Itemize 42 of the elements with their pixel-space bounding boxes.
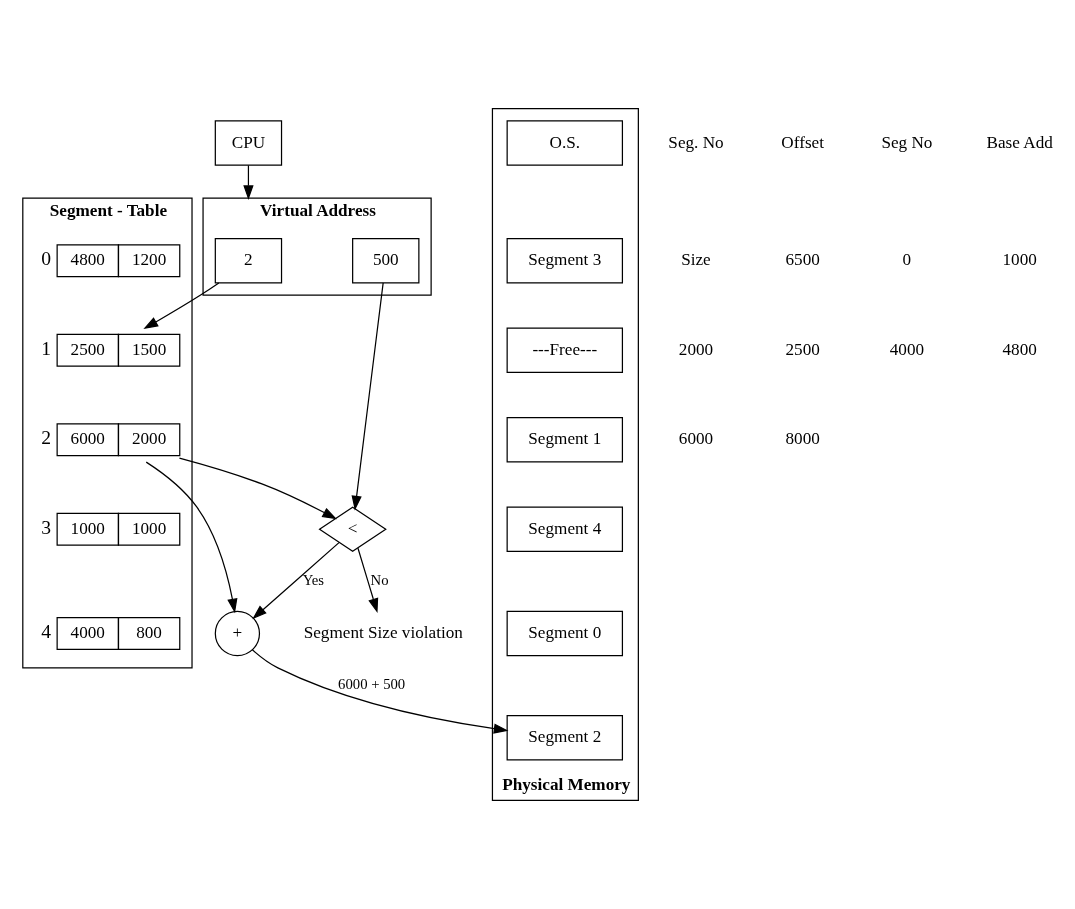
node-label: 0 — [41, 248, 52, 270]
arrow — [178, 457, 337, 520]
arrow — [252, 542, 340, 620]
arrow — [357, 547, 379, 614]
arrow — [143, 282, 220, 330]
label: 4000 — [889, 339, 925, 359]
label: 4800 — [1002, 339, 1037, 359]
label: Seg. No — [668, 132, 724, 152]
label: 0 — [902, 250, 912, 270]
label: 6500 — [785, 250, 820, 270]
label: 8000 — [785, 429, 820, 449]
node-box: Segment 1 — [506, 417, 624, 463]
node-label: 1 — [41, 337, 52, 359]
label: 2500 — [785, 339, 820, 359]
node-box: Segment 3 — [506, 238, 624, 284]
arrow — [243, 164, 254, 201]
label: Size — [681, 250, 711, 270]
node-box: CPU — [214, 120, 283, 166]
node-label: 4 — [41, 621, 52, 643]
node-box: Segment 4 — [506, 506, 624, 552]
arrow — [251, 649, 509, 734]
node-box: Segment 0 — [506, 610, 624, 657]
label: Base Add — [986, 132, 1053, 152]
edge-label: No — [370, 572, 389, 589]
node-text: Segment Size violation — [303, 623, 463, 643]
node-label: 2 — [41, 427, 52, 449]
node-box: O.S. — [506, 120, 624, 166]
edge-label: 6000 + 500 — [338, 676, 406, 693]
edge-label: Yes — [302, 572, 325, 589]
node-box: 2 — [214, 238, 283, 284]
label: 1000 — [1002, 250, 1037, 270]
node-label: 3 — [41, 516, 52, 538]
node-box: ---Free--- — [506, 327, 624, 373]
node-box: 500 — [352, 238, 420, 284]
arrow — [351, 282, 384, 511]
label: Offset — [781, 132, 824, 152]
arrow — [145, 461, 238, 614]
node-circle: + — [214, 610, 261, 657]
label: Seg No — [881, 132, 933, 152]
node-box: Segment 2 — [506, 715, 624, 761]
label: 6000 — [678, 429, 714, 449]
label: 2000 — [678, 339, 714, 359]
